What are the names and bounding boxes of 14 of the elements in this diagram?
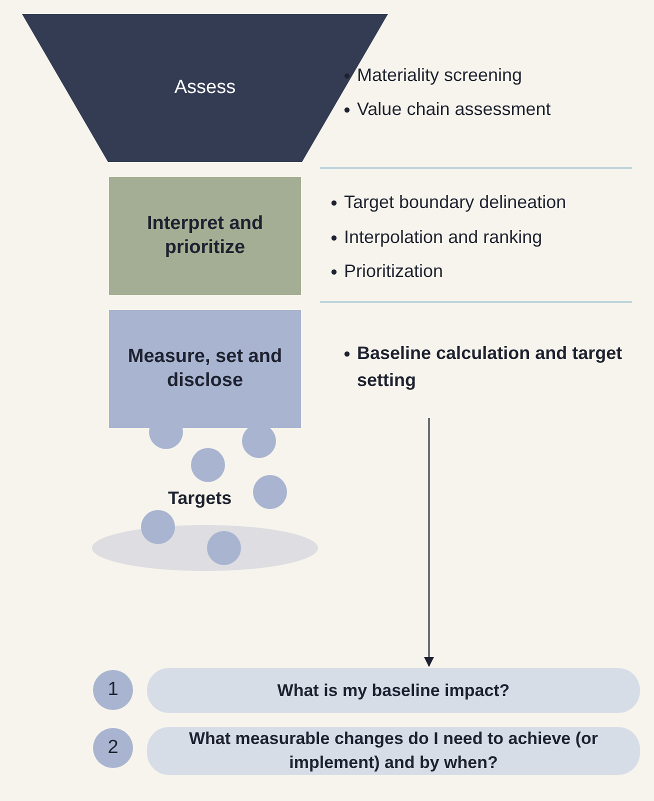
bullet-text: Interpolation and ranking (344, 226, 542, 248)
bullet-text: Target boundary delineation (344, 191, 566, 213)
bullet-text: Materiality screening (357, 64, 522, 86)
bullet-text: Baseline calculation and target setting (357, 340, 643, 418)
bullet-text: Value chain assessment (357, 98, 551, 120)
question-box: What is my baseline impact? (147, 668, 640, 713)
process-box: Interpret and prioritize (109, 177, 301, 295)
question-box: What measurable changes do I need to achieve (or implement) and by when? (147, 727, 640, 775)
arrow (424, 418, 434, 667)
process-box: Measure, set and disclose (109, 310, 301, 428)
step-number: 1 (93, 670, 133, 710)
stage-label: Targets (168, 487, 232, 509)
bullet-text: Prioritization (344, 260, 444, 282)
step-number: 2 (93, 728, 133, 768)
